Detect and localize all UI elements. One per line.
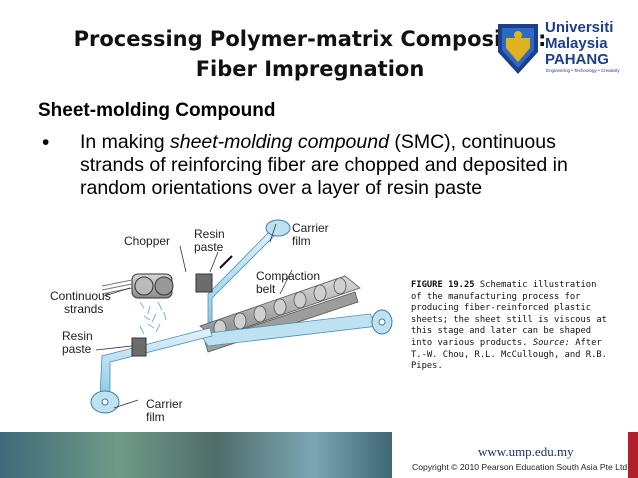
logo-line-1: Universiti — [545, 19, 614, 36]
figure-source-label: Source: — [532, 337, 570, 348]
smc-process-diagram — [90, 219, 393, 414]
title-line-2: Fiber Impregnation — [195, 57, 425, 81]
label-resin-paste-top-1: Resin — [194, 227, 225, 241]
label-resin-paste-left-2: paste — [62, 342, 92, 356]
chopper-icon — [131, 273, 174, 299]
bullet-text-after: (SMC), continuous strands of reinforcing… — [80, 131, 568, 199]
logo-line-2: Malaysia — [545, 35, 608, 52]
slide-title: Processing Polymer-matrix Composites: Fi… — [60, 24, 560, 84]
footer — [0, 432, 638, 478]
bullet-text-before: In making — [80, 131, 170, 153]
figure-caption: FIGURE 19.25 Schematic illustration of t… — [411, 280, 611, 373]
label-continuous-strands-1: Continuous — [50, 289, 111, 303]
label-carrier-film-bottom-1: Carrier — [146, 397, 183, 411]
chopped-fibers — [139, 301, 167, 335]
figure-text: Schematic illustration of the manufactur… — [411, 280, 607, 348]
bullet-text-italic: sheet-molding compound — [169, 131, 389, 153]
footer-bar — [392, 432, 638, 478]
label-carrier-film-top-2: film — [292, 234, 311, 248]
footer-website: www.ump.edu.my — [478, 444, 574, 459]
label-compaction-belt-2: belt — [256, 282, 276, 296]
bottom-film-sheet — [99, 327, 213, 397]
figure-number: FIGURE 19.25 — [411, 280, 475, 290]
label-resin-paste-top-2: paste — [194, 240, 224, 254]
label-chopper: Chopper — [124, 234, 171, 248]
label-resin-paste-left-1: Resin — [62, 329, 93, 343]
label-carrier-film-bottom-2: film — [146, 410, 165, 424]
footer-photo-strip — [0, 432, 392, 478]
logo-line-3: PAHANG — [545, 51, 609, 68]
figure-source-text: After T.-W. Chou, R.L. McCullough, and R… — [411, 337, 607, 372]
label-continuous-strands-2: strands — [64, 302, 104, 316]
label-compaction-belt-1: Compaction — [256, 269, 321, 283]
university-logo-text: Universiti Malaysia PAHANG — [545, 20, 613, 68]
university-crest-icon — [498, 24, 538, 74]
bullet-marker: • — [42, 131, 50, 154]
footer-copyright: Copyright © 2010 Pearson Education South… — [412, 462, 628, 472]
compaction-rollers — [213, 277, 347, 337]
footer-accent-strip — [628, 432, 638, 478]
title-line-1: Processing Polymer-matrix Composites: — [73, 27, 547, 51]
logo-tagline: Engineering • Technology • Creativity — [546, 68, 620, 73]
resin-paste-hopper-left — [131, 337, 147, 357]
label-carrier-film-top-1: Carrier — [292, 221, 329, 235]
top-film-roll-icon — [265, 219, 291, 237]
section-heading: Sheet-molding Compound — [38, 100, 276, 121]
resin-paste-hopper-top — [195, 273, 213, 293]
bullet-text: In making sheet-molding compound (SMC), … — [80, 131, 620, 200]
